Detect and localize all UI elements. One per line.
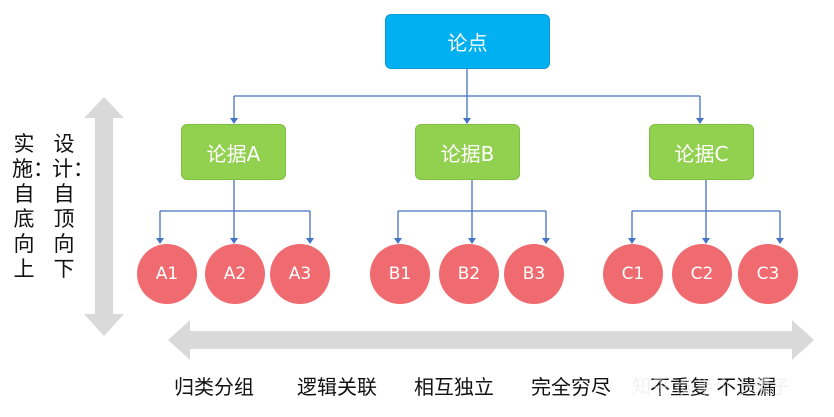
leaf-node-label: A3 [288,264,312,284]
arrowhead [628,238,636,244]
arrowhead [394,238,402,244]
leaf-node-label: A1 [155,264,179,284]
connectors [159,69,781,241]
implementation-direction-label: 实施：自底向上 [12,132,54,281]
leaf-node-label: A2 [223,264,247,284]
root-node-thesis: 论点 [385,14,550,69]
leaf-node-label: B1 [388,264,412,284]
argument-node-label: 论据C [674,141,729,166]
leaf-node-a2: A2 [205,244,265,304]
arrowhead [468,238,476,244]
arrowhead [230,238,238,244]
leaf-node-b3: B3 [504,244,564,304]
principle-label-grouping: 归类分组 [174,375,254,399]
watermark-text: 知乎 @半个小栗子 [632,376,791,398]
leaf-node-label: C3 [756,264,780,284]
arrowhead [463,118,471,124]
leaf-node-c3: C3 [738,244,798,304]
root-node-label: 论点 [447,31,488,55]
design-direction-label: 设计：自顶向下 [52,132,94,281]
leaf-node-label: B3 [522,264,546,284]
arrowhead [696,118,704,124]
leaf-node-a1: A1 [137,244,197,304]
arrowhead [776,238,784,244]
argument-node-c: 论据C [649,124,754,180]
leaf-node-c2: C2 [672,244,732,304]
argument-node-label: 论据A [206,141,261,166]
horizontal-double-arrow [168,320,814,360]
leaf-node-b1: B1 [370,244,430,304]
principle-label-logic: 逻辑关联 [297,375,377,399]
leaf-node-b2: B2 [439,244,499,304]
leaf-node-label: C1 [621,264,645,284]
arrowhead [306,238,314,244]
argument-node-a: 论据A [181,124,286,180]
vertical-double-arrow [84,97,124,336]
arrowhead [230,118,238,124]
leaf-node-a3: A3 [270,244,330,304]
principle-label-no-overlap: 不重复 不遗漏 [650,375,777,399]
arrowhead [702,238,710,244]
arrowheads [156,118,784,244]
leaf-node-c1: C1 [603,244,663,304]
argument-node-label: 论据B [440,141,495,166]
principle-label-independent: 相互独立 [414,375,494,399]
leaf-node-label: C2 [690,264,714,284]
arrowhead [542,238,550,244]
arrowhead [156,238,164,244]
leaf-node-label: B2 [457,264,481,284]
argument-node-b: 论据B [415,124,520,180]
principle-label-exhaustive: 完全穷尽 [531,375,611,399]
